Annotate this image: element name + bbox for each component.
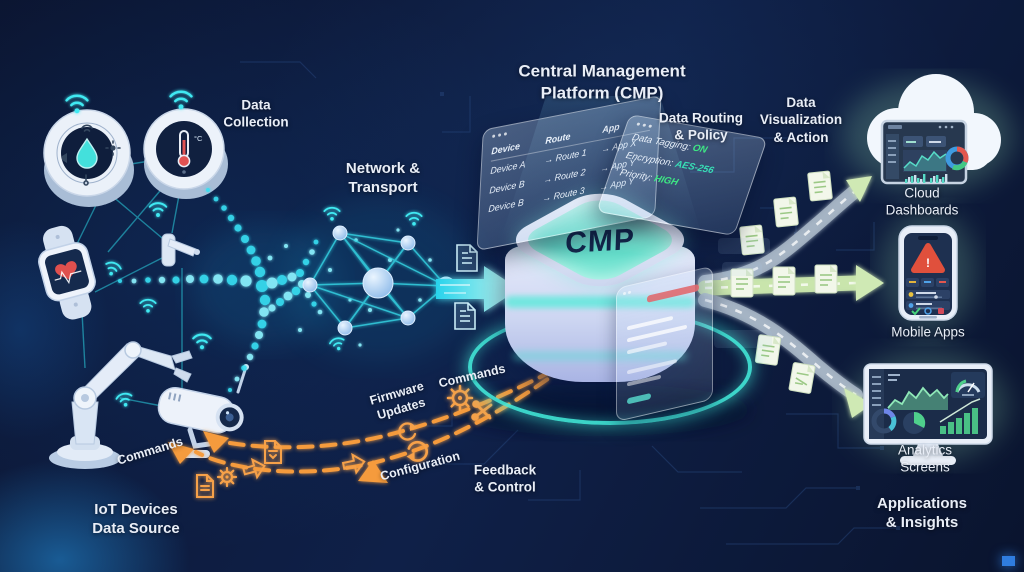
label-analytics-screens: Analytics Screens	[897, 442, 953, 475]
mobile-app-icon: !	[898, 225, 958, 321]
water-drop-icon	[76, 137, 98, 169]
feedback-paths	[168, 346, 594, 498]
ui-ghost	[722, 262, 762, 276]
document-icon	[454, 302, 476, 330]
feedback-icons	[196, 384, 493, 498]
arrow-outline-icon	[341, 452, 366, 475]
smartwatch-icon	[38, 225, 96, 320]
warning-mark: !	[926, 256, 930, 270]
temperature-sensor-icon: °C	[143, 108, 228, 199]
branch-arrowheads	[844, 176, 884, 418]
circuit-node-dot	[1002, 556, 1015, 566]
antenna-device-icon	[161, 233, 200, 267]
warning-triangle-icon	[911, 243, 945, 273]
spotlight-beam	[502, 96, 702, 236]
data-flow-arrow	[436, 266, 519, 312]
circuit-traces	[240, 61, 900, 545]
label-applications-insights: Applications & Insights	[876, 494, 968, 531]
wifi-icon	[169, 90, 193, 111]
camera-antenna	[236, 368, 247, 394]
humidity-sensor-icon	[43, 109, 134, 207]
tools-icon	[471, 400, 493, 421]
feedback-arrowheads	[168, 431, 388, 483]
label-cloud-dashboards: Cloud Dashboards	[885, 185, 959, 218]
wifi-icon	[139, 298, 157, 314]
wifi-icon	[102, 259, 123, 279]
label-data-routing: Data Routing & Policy	[659, 110, 743, 143]
cmp-front-panel	[616, 265, 713, 422]
document-icon	[456, 244, 478, 272]
document-icon	[196, 474, 214, 498]
refresh-icon	[406, 440, 428, 462]
cyan-document-icons	[454, 244, 478, 330]
temp-unit-label: °C	[194, 134, 203, 143]
page-title: Central Management Platform (CMP)	[518, 61, 686, 102]
heart-icon	[55, 261, 77, 280]
security-camera-icon	[157, 364, 249, 458]
label-mobile-apps: Mobile Apps	[891, 324, 965, 340]
robotic-arm-icon	[49, 341, 193, 469]
label-network-transport: Network & Transport	[345, 159, 421, 196]
data-particle-stream	[118, 188, 432, 392]
wifi-icon	[192, 333, 212, 351]
cloud-dashboard-icon	[867, 74, 1001, 185]
analytics-monitor-icon	[863, 363, 993, 465]
wifi-icon	[148, 202, 168, 218]
cmp-light-band	[513, 352, 687, 360]
green-document-icons	[730, 170, 838, 394]
ui-ghost	[718, 238, 770, 254]
gear-icon	[216, 466, 238, 488]
refresh-icon	[398, 422, 417, 441]
label-feedback-control: Feedback & Control	[473, 462, 537, 495]
label-iot-data-source: IoT Devices Data Source	[92, 500, 180, 537]
document-icon	[264, 440, 282, 464]
iot-devices: °C	[38, 108, 249, 469]
arrow-outline-icon	[242, 457, 266, 480]
gear-icon	[446, 384, 474, 412]
label-data-collection: Data Collection	[223, 97, 289, 130]
output-branches	[697, 170, 884, 418]
label-data-visualization: Data Visualization & Action	[759, 95, 843, 145]
